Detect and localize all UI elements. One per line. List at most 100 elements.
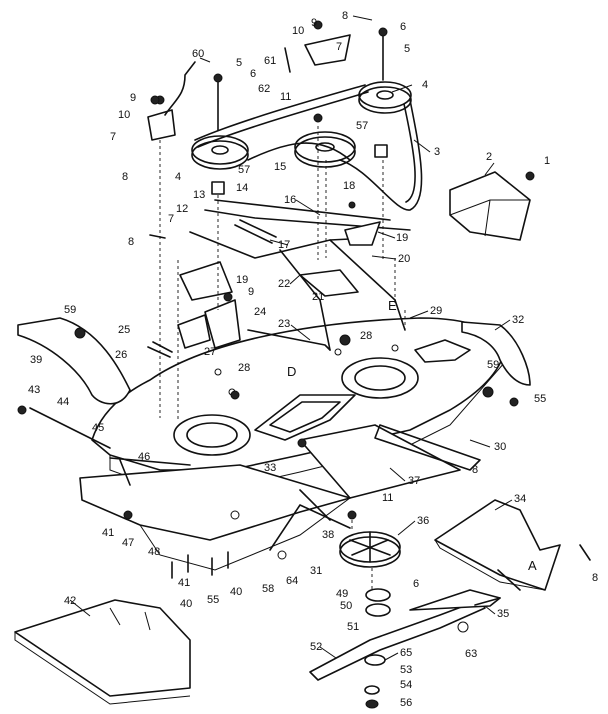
front-baffle [79,424,481,571]
callout-46: 46 [138,451,150,463]
callout-18: 18 [343,180,355,192]
callout-24: 24 [254,306,266,318]
callout-57: 57 [238,164,250,176]
callout-1: 1 [544,155,550,167]
belt-drive [191,27,423,211]
callout-48: 48 [148,546,160,558]
callout-64: 64 [286,575,298,587]
alignment-lines [159,126,406,590]
lift-linkage [177,199,411,351]
callout-14: 14 [236,182,248,194]
callout-36: 36 [417,515,429,527]
belt-cover [449,171,531,241]
callout-10: 10 [118,109,130,121]
hardware [17,95,591,633]
callout-21: 21 [312,291,324,303]
callout-22: 22 [278,278,290,290]
callout-40: 40 [180,598,192,610]
callout-8: 8 [128,236,134,248]
callout-59: 59 [64,304,76,316]
callout-30: 30 [494,441,506,453]
callout-A: A [528,558,537,573]
callout-8: 8 [122,171,128,183]
callout-45: 45 [92,422,104,434]
callout-29: 29 [430,305,442,317]
callout-43: 43 [28,384,40,396]
callout-35: 35 [497,608,509,620]
callout-7: 7 [168,213,174,225]
mulch-plate [434,499,561,591]
callout-65: 65 [400,647,412,659]
callout-54: 54 [400,679,412,691]
callout-25: 25 [118,324,130,336]
callout-7: 7 [110,131,116,143]
callout-51: 51 [347,621,359,633]
callout-27: 27 [204,346,216,358]
callout-D: D [287,364,296,379]
callout-8: 8 [592,572,598,584]
callout-5: 5 [404,43,410,55]
callout-63: 63 [465,648,477,660]
callout-59: 59 [487,359,499,371]
callout-15: 15 [274,161,286,173]
callout-12: 12 [176,203,188,215]
callout-28: 28 [360,330,372,342]
callout-E: E [388,298,397,313]
callout-9: 9 [248,286,254,298]
callout-11: 11 [382,492,393,504]
callout-7: 7 [336,41,342,53]
callout-labels: 8 9 6 10 7 5 60 5 6 61 62 4 11 9 10 57 7… [28,10,598,709]
callout-53: 53 [400,664,412,676]
side-guards [17,317,531,486]
callout-47: 47 [122,537,134,549]
callout-8: 8 [342,10,348,22]
callout-50: 50 [340,600,352,612]
callout-6: 6 [400,21,406,33]
leader-lines [69,15,513,661]
callout-23: 23 [278,318,290,330]
callout-8: 8 [472,464,478,476]
callout-38: 38 [322,529,334,541]
callout-49: 49 [336,588,348,600]
blade-spindle [269,489,501,709]
callout-62: 62 [258,83,270,95]
callout-6: 6 [250,68,256,80]
callout-32: 32 [512,314,524,326]
callout-3: 3 [434,146,440,158]
discharge-chute [14,599,191,705]
callout-34: 34 [514,493,526,505]
callout-61: 61 [264,55,276,67]
callout-11: 11 [280,91,291,103]
callout-56: 56 [400,697,412,709]
callout-17: 17 [278,239,290,251]
callout-6: 6 [413,578,419,590]
callout-40: 40 [230,586,242,598]
callout-39: 39 [30,354,42,366]
callout-19: 19 [236,274,248,286]
callout-37: 37 [408,475,420,487]
callout-5: 5 [236,57,242,69]
callout-55: 55 [207,594,219,606]
callout-4: 4 [422,79,428,91]
callout-52: 52 [310,641,322,653]
callout-42: 42 [64,595,76,607]
callout-28: 28 [238,362,250,374]
callout-10: 10 [292,25,304,37]
callout-9: 9 [311,17,317,29]
callout-41: 41 [178,577,190,589]
callout-16: 16 [284,194,296,206]
callout-4: 4 [175,171,181,183]
callout-9: 9 [130,92,136,104]
callout-13: 13 [193,189,205,201]
callout-20: 20 [398,253,410,265]
callout-55: 55 [534,393,546,405]
callout-31: 31 [310,565,322,577]
callout-60: 60 [192,48,204,60]
callout-19: 19 [396,232,408,244]
callout-2: 2 [486,151,492,163]
callout-41: 41 [102,527,114,539]
idler-brackets [147,20,351,141]
callout-33: 33 [264,462,276,474]
callout-58: 58 [262,583,274,595]
